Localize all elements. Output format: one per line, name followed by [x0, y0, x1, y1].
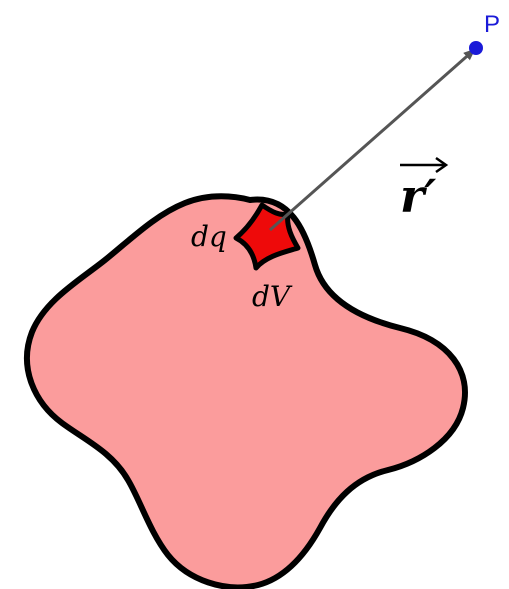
vector-overline-arrowhead	[435, 156, 449, 174]
volume-element-label: dV	[252, 280, 293, 313]
vector-label-text: r′	[400, 169, 436, 223]
charge-element-label: dq	[191, 220, 227, 253]
point-p-marker[interactable]	[469, 41, 483, 55]
vector-label: r′	[400, 156, 449, 223]
point-p-label: P	[484, 11, 500, 38]
charged-body	[24, 193, 468, 589]
position-vector-arrow	[269, 48, 476, 232]
